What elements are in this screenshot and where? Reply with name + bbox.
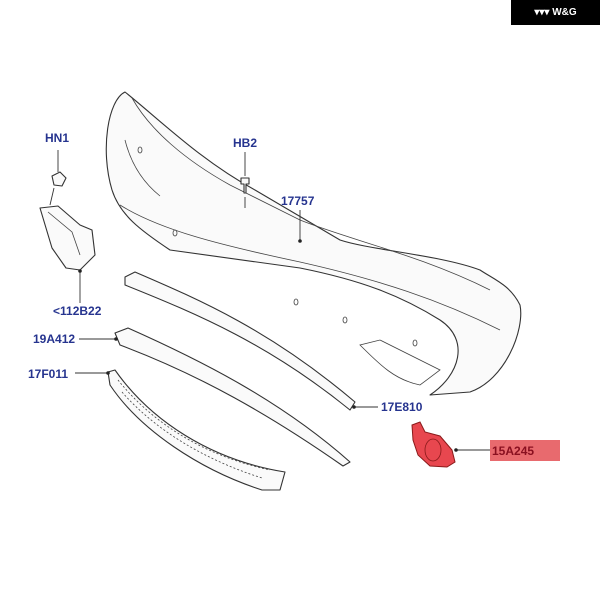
bolt-hb2[interactable] [240,152,250,208]
label-17757: 17757 [281,194,315,208]
watermark-logo: ▾▾▾ W&G [511,0,600,25]
label-19a412: 19A412 [33,332,75,346]
fog-lamp-bezel-highlighted[interactable] [411,421,560,468]
bumper-bracket[interactable] [39,205,96,271]
highlight-label-box [490,440,560,461]
trim-strip-upper[interactable] [124,271,356,411]
label-hb2: HB2 [233,136,257,150]
label-17f011: 17F011 [28,367,68,381]
lower-grille[interactable] [107,369,286,491]
label-112b22: <112B22 [53,304,102,318]
label-hn1: HN1 [45,131,69,145]
label-17e810: 17E810 [381,400,423,414]
clip-hn1[interactable] [49,150,67,206]
trim-strip-middle[interactable] [114,327,351,467]
label-15a245: 15A245 [492,444,534,458]
